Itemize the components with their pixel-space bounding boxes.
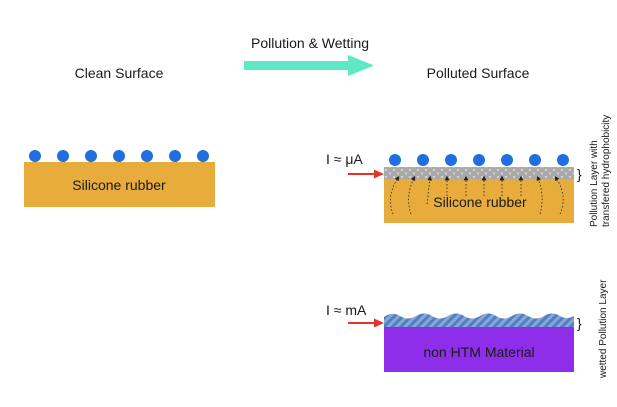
clean-silicone-label: Silicone rubber xyxy=(72,177,166,193)
clean-surface-heading: Clean Surface xyxy=(75,65,164,81)
water-droplet xyxy=(529,154,541,166)
hydrophobicity-transfer-arrows xyxy=(390,175,564,215)
pollution-layer-bracket: } xyxy=(577,166,582,182)
water-droplet xyxy=(197,150,209,162)
current-label-ma: I ≈ mA xyxy=(326,302,367,318)
polluted-surface-heading: Polluted Surface xyxy=(427,65,530,81)
htm-material-label: non HTM Material xyxy=(423,344,534,360)
current-arrow-ua xyxy=(348,169,384,179)
polluted-silicone-block: Silicone rubber xyxy=(384,167,574,223)
process-arrow xyxy=(244,55,374,76)
pollution-layer xyxy=(384,167,574,179)
water-droplet xyxy=(29,150,41,162)
wetted-layer-bracket: } xyxy=(577,315,582,331)
current-arrow-ma xyxy=(348,318,384,328)
pollution-layer-side-label: Pollution Layer with transfered hydropho… xyxy=(589,115,612,227)
water-droplet xyxy=(141,150,153,162)
water-droplet xyxy=(85,150,97,162)
water-droplet xyxy=(501,154,513,166)
water-droplet xyxy=(389,154,401,166)
polluted-silicone-label: Silicone rubber xyxy=(433,194,527,210)
clean-silicone-block: Silicone rubber xyxy=(24,162,215,207)
water-droplet xyxy=(169,150,181,162)
water-droplet xyxy=(445,154,457,166)
wetted-layer-side-label-text: wetted Pollution Layer xyxy=(598,279,609,379)
pollution-layer-side-label-line1: Pollution Layer with xyxy=(589,140,600,227)
polluted-droplets xyxy=(389,154,569,166)
water-droplet xyxy=(113,150,125,162)
water-droplet xyxy=(417,154,429,166)
wetted-pollution-layer xyxy=(384,313,574,327)
pollution-layer-side-label-line2: transfered hydrophobicity xyxy=(601,115,612,227)
clean-droplets xyxy=(29,150,209,162)
water-droplet xyxy=(557,154,569,166)
pollution-wetting-label: Pollution & Wetting xyxy=(251,35,369,51)
current-label-ua: I ≈ μA xyxy=(326,151,363,167)
wetted-layer-side-label: wetted Pollution Layer xyxy=(598,279,609,379)
water-droplet xyxy=(473,154,485,166)
water-droplet xyxy=(57,150,69,162)
htm-material-block: non HTM Material xyxy=(384,313,574,372)
